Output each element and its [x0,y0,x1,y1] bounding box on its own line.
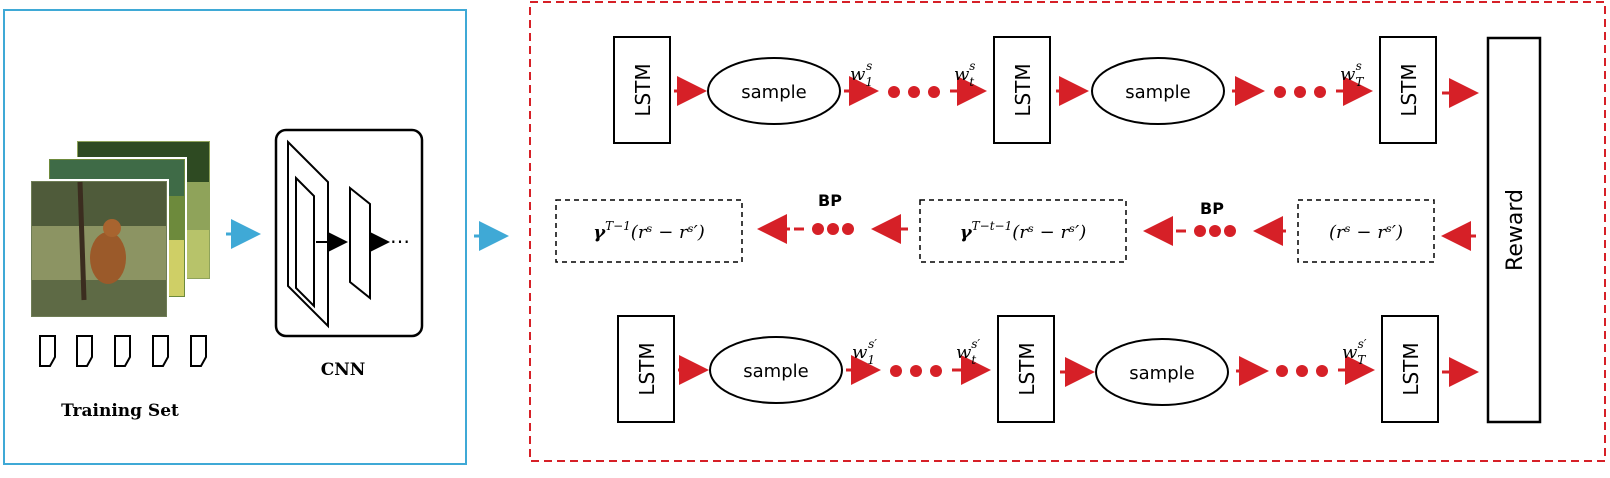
reward-label: Reward [1503,189,1528,271]
lstm-box [1379,36,1437,144]
lstm-label: LSTM [635,342,659,395]
sample-label: sample [743,361,808,382]
cnn-layers [287,139,371,329]
ellipsis-dots [1194,225,1236,237]
document-icon [39,335,56,367]
left-panel-border [3,9,467,465]
top-row: LSTM sample w1s wts LSTM sample wTs LSTM [613,36,1479,144]
sample-node [1095,338,1229,406]
ellipsis-dots [888,86,940,98]
lstm-label: LSTM [1399,342,1423,395]
reward-box [1486,36,1542,424]
word-label: w1s [850,59,873,89]
cnn-label: CNN [321,360,366,380]
sample-node [709,336,843,404]
sample-label: sample [1125,82,1190,103]
document-icon [114,335,131,367]
formula-box-middle [919,199,1127,263]
word-label: wts′ [956,337,980,367]
svg-text:⋯: ⋯ [390,229,410,253]
bp-label: BP [818,191,842,210]
formula-middle: γT−t−1(rˢ − rˢ′) [960,219,1086,243]
bp-label: BP [1200,199,1224,218]
lstm-label: LSTM [1397,63,1421,116]
document-icon [152,335,169,367]
training-images [29,139,212,319]
lstm-label: LSTM [1011,63,1035,116]
document-icons [39,335,207,367]
lstm-box [1381,315,1439,423]
formula-left: γT−1(rˢ − rˢ′) [593,219,705,243]
lstm-box [997,315,1055,423]
lstm-box [613,36,671,144]
ellipsis-dots [1276,365,1328,377]
bottom-row: LSTM sample w1s′ wts′ LSTM sample wTs′ L… [617,315,1479,423]
formula-box-right [1297,199,1435,263]
lstm-box [617,315,675,423]
word-label: w1s′ [852,337,877,367]
ellipsis-dots [890,365,942,377]
sample-label: sample [741,82,806,103]
formula-right: (rˢ − rˢ′) [1329,222,1403,243]
formula-box-left [555,199,743,263]
lstm-box [993,36,1051,144]
word-label: wTs′ [1342,337,1367,367]
ellipsis-dots [1274,86,1326,98]
ellipsis-dots [812,223,854,235]
cnn-box [274,128,424,338]
document-icon [190,335,207,367]
training-set-label: Training Set [61,401,179,421]
bp-row: (rˢ − rˢ′) BP γT−t−1(rˢ − rˢ′) BP γT−1(r… [555,191,1476,263]
sample-node [1091,57,1225,125]
sample-node [707,57,841,125]
lstm-label: LSTM [1015,342,1039,395]
document-icon [76,335,93,367]
right-panel-border [529,1,1606,462]
lstm-label: LSTM [631,63,655,116]
sample-label: sample [1129,363,1194,384]
word-label: wts [954,59,975,89]
word-label: wTs [1340,59,1364,89]
